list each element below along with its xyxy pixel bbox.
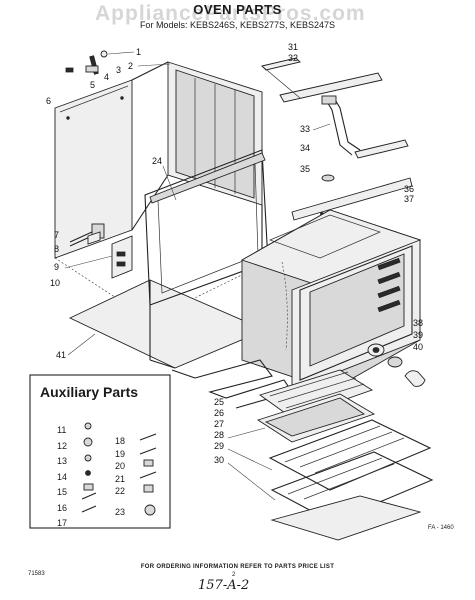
- terminal-connector: [69, 223, 105, 247]
- oven-light-assembly: [367, 343, 426, 387]
- svg-text:38: 38: [413, 318, 423, 328]
- auxiliary-parts-box: [29, 374, 171, 529]
- svg-text:33: 33: [300, 124, 310, 134]
- svg-text:10: 10: [50, 278, 60, 288]
- aux-number: 15: [57, 487, 68, 497]
- svg-text:32: 32: [288, 53, 298, 63]
- watermark: AppliancePartsPros.com: [95, 2, 366, 25]
- aux-number: 22: [115, 486, 126, 496]
- aux-number: 13: [57, 456, 68, 466]
- svg-text:8: 8: [54, 244, 59, 254]
- callouts: 1 2 3 4 5 6 7 8 9 10 24 31 32 33 34 35 3…: [46, 42, 423, 501]
- svg-text:9: 9: [54, 262, 59, 272]
- aux-number: 18: [115, 436, 126, 446]
- aux-number: 23: [115, 506, 126, 517]
- aux-number: 20: [115, 461, 126, 471]
- handwritten-note: 157-A-2: [198, 578, 250, 593]
- svg-text:5: 5: [90, 80, 95, 90]
- svg-text:25: 25: [214, 397, 224, 407]
- rear-panel: [167, 61, 263, 206]
- svg-text:7: 7: [54, 230, 59, 240]
- svg-text:3: 3: [116, 65, 121, 75]
- model-numbers: For Models: KEBS246S, KEBS277S, KEBS247S: [139, 20, 336, 30]
- diagram-title: OVEN PARTS: [193, 2, 282, 17]
- svg-text:4: 4: [104, 72, 109, 82]
- document-code: 71583: [28, 571, 45, 577]
- top-rail: [261, 57, 383, 103]
- aux-number: 12: [57, 440, 68, 451]
- svg-text:24: 24: [152, 156, 162, 166]
- page-number: 2: [232, 572, 236, 578]
- broiler-grid: [259, 369, 374, 419]
- left-side-panel: [54, 79, 133, 259]
- part-reference: FA - 1460: [428, 525, 454, 531]
- svg-text:2: 2: [128, 61, 133, 71]
- aux-number: 19: [115, 448, 126, 459]
- auxiliary-parts-title: Auxiliary Parts: [40, 384, 139, 400]
- svg-text:40: 40: [413, 342, 423, 352]
- svg-text:26: 26: [214, 408, 224, 418]
- svg-text:6: 6: [46, 96, 51, 106]
- top-brackets: [291, 139, 413, 221]
- svg-text:41: 41: [56, 350, 66, 360]
- hinge-hardware: [65, 50, 108, 75]
- ordering-note: FOR ORDERING INFORMATION REFER TO PARTS …: [140, 564, 335, 570]
- svg-text:30: 30: [214, 455, 224, 465]
- side-bracket: [111, 235, 133, 279]
- aux-icons-right: [139, 433, 157, 516]
- svg-text:29: 29: [214, 441, 224, 451]
- svg-text:36: 36: [404, 184, 414, 194]
- aux-number: 21: [115, 473, 126, 484]
- aux-number: 11: [57, 425, 67, 435]
- aux-number: 17: [57, 518, 68, 528]
- aux-icons-left: [81, 422, 97, 513]
- svg-text:35: 35: [300, 164, 310, 174]
- svg-text:1: 1: [136, 47, 141, 57]
- drip-bowl-liner: [270, 495, 422, 541]
- vent-tube: [321, 95, 361, 156]
- svg-text:27: 27: [214, 419, 224, 429]
- svg-text:37: 37: [404, 194, 414, 204]
- svg-text:34: 34: [300, 143, 310, 153]
- broiler-pan: [256, 393, 376, 443]
- aux-number: 14: [57, 471, 68, 482]
- aux-numbers-left: 11 12 13 14 15 16 17: [57, 423, 67, 532]
- aux-number: 16: [57, 502, 68, 513]
- svg-text:39: 39: [413, 330, 423, 340]
- svg-text:31: 31: [288, 42, 298, 52]
- aux-numbers-right: 18 19 20 21 22 23: [115, 435, 125, 518]
- svg-text:28: 28: [214, 430, 224, 440]
- oven-rack-upper: [268, 419, 432, 491]
